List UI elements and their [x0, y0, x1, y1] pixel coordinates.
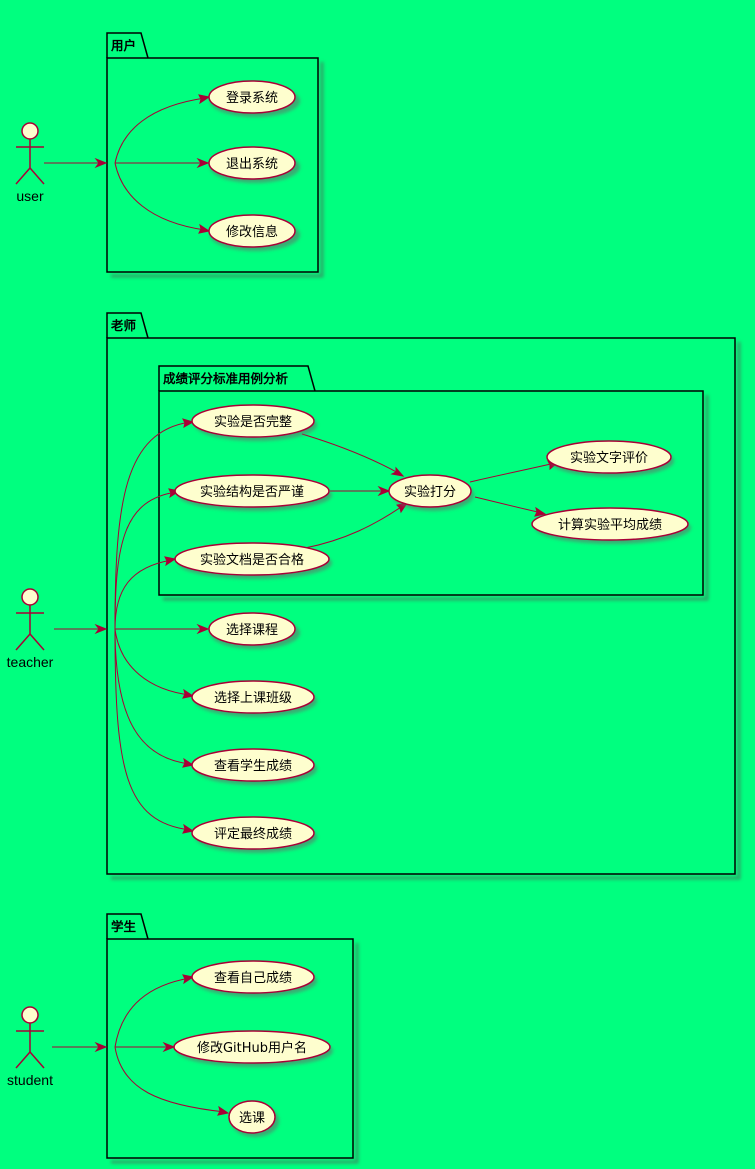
usecase-structure: 实验结构是否严谨: [174, 474, 332, 511]
edge-to-view-own: [114, 977, 191, 1048]
usecase-score: 实验打分: [388, 474, 474, 511]
actor-student: student: [7, 1006, 53, 1088]
package-grading-title: 成绩评分标准用例分析: [163, 371, 289, 386]
package-student-title: 学生: [111, 919, 137, 934]
package-student: 学生: [106, 913, 359, 1164]
usecase-document-label: 实验文档是否合格: [200, 552, 304, 568]
edge-to-structure: [114, 491, 177, 630]
usecase-view-own-label: 查看自己成绩: [214, 970, 292, 986]
usecase-view-scores-label: 查看学生成绩: [214, 758, 292, 774]
usecase-logout: 退出系统: [208, 146, 300, 183]
actor-teacher: teacher: [7, 588, 54, 670]
actor-user: user: [15, 122, 45, 204]
usecase-github-label: 修改GitHub用户名: [197, 1040, 307, 1056]
usecase-select-course-label: 选择课程: [226, 623, 278, 638]
edge-to-document: [114, 559, 173, 630]
usecase-edit-info-label: 修改信息: [226, 224, 278, 240]
edge-to-edit-info: [114, 162, 206, 231]
actor-student-label: student: [7, 1072, 53, 1088]
edge-to-complete: [114, 421, 191, 630]
edge-to-login: [114, 97, 206, 164]
package-teacher: 老师: [106, 312, 741, 880]
usecase-text-eval: 实验文字评价: [546, 440, 674, 477]
edge-to-view-scores: [114, 628, 191, 765]
usecase-document: 实验文档是否合格: [174, 542, 332, 579]
usecase-view-scores: 查看学生成绩: [191, 748, 317, 785]
usecase-final-score: 评定最终成绩: [191, 816, 317, 853]
usecase-login: 登录系统: [208, 80, 300, 117]
usecase-login-label: 登录系统: [226, 91, 278, 106]
actor-user-label: user: [16, 188, 44, 204]
usecase-view-own: 查看自己成绩: [191, 960, 317, 997]
usecase-elective-label: 选课: [239, 1111, 265, 1126]
edges: [44, 94, 560, 1116]
edge-score-text-eval: [469, 462, 556, 483]
usecase-structure-label: 实验结构是否严谨: [200, 484, 304, 500]
usecase-score-label: 实验打分: [404, 484, 456, 500]
usecase-avg-score: 计算实验平均成绩: [531, 507, 691, 544]
edge-score-avg: [474, 496, 543, 514]
usecase-complete: 实验是否完整: [191, 404, 317, 441]
usecase-text-eval-label: 实验文字评价: [570, 450, 648, 466]
edge-to-final-score: [114, 628, 191, 831]
edge-document-score: [304, 504, 405, 549]
usecase-complete-label: 实验是否完整: [214, 414, 292, 430]
usecase-elective: 选课: [228, 1100, 279, 1137]
edge-complete-score: [301, 433, 401, 475]
usecase-final-score-label: 评定最终成绩: [214, 826, 292, 842]
usecase-select-course: 选择课程: [208, 612, 300, 649]
actor-teacher-label: teacher: [7, 654, 54, 670]
usecase-avg-score-label: 计算实验平均成绩: [558, 517, 662, 533]
usecase-edit-info: 修改信息: [208, 214, 300, 251]
package-grading: 成绩评分标准用例分析: [158, 365, 709, 601]
package-user: 用户: [106, 32, 324, 278]
usecase-github: 修改GitHub用户名: [173, 1030, 333, 1067]
usecase-select-class: 选择上课班级: [191, 680, 317, 717]
package-user-title: 用户: [110, 38, 136, 53]
edge-to-select-class: [114, 628, 191, 696]
usecase-logout-label: 退出系统: [226, 157, 278, 172]
usecase-select-class-label: 选择上课班级: [214, 691, 292, 706]
edge-to-elective: [114, 1046, 226, 1113]
package-teacher-title: 老师: [110, 318, 137, 333]
